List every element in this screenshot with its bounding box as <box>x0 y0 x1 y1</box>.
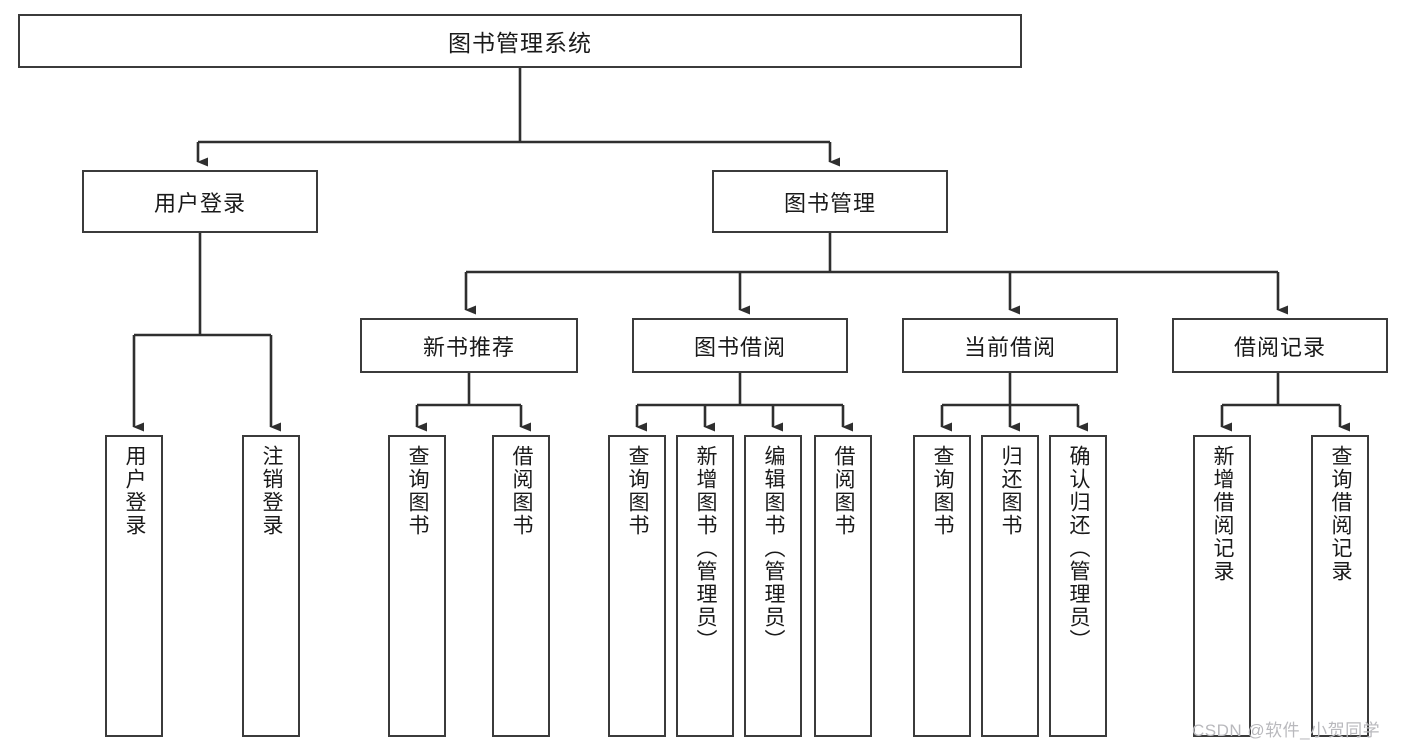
leaf-add-book-admin[interactable]: 新增图书（管理员） <box>676 435 734 737</box>
leaf-query-borrow-record[interactable]: 查询借阅记录 <box>1311 435 1369 737</box>
leaf-user-login[interactable]: 用户登录 <box>105 435 163 737</box>
leaf-edit-book-admin[interactable]: 编辑图书（管理员） <box>744 435 802 737</box>
leaf-logout-login[interactable]: 注销登录 <box>242 435 300 737</box>
leaf-confirm-return-admin[interactable]: 确认归还（管理员） <box>1049 435 1107 737</box>
node-root[interactable]: 图书管理系统 <box>18 14 1022 68</box>
leaf-query-book-borrow[interactable]: 查询图书 <box>608 435 666 737</box>
leaf-add-borrow-record[interactable]: 新增借阅记录 <box>1193 435 1251 737</box>
node-user-login[interactable]: 用户登录 <box>82 170 318 233</box>
leaf-query-book-current[interactable]: 查询图书 <box>913 435 971 737</box>
node-book-borrow[interactable]: 图书借阅 <box>632 318 848 373</box>
watermark: CSDN @软件_小贺同学 <box>1192 721 1381 740</box>
leaf-borrow-book[interactable]: 借阅图书 <box>814 435 872 737</box>
node-new-book-recommend[interactable]: 新书推荐 <box>360 318 578 373</box>
leaf-query-book-newbook[interactable]: 查询图书 <box>388 435 446 737</box>
leaf-borrow-book-newbook[interactable]: 借阅图书 <box>492 435 550 737</box>
node-book-management[interactable]: 图书管理 <box>712 170 948 233</box>
node-current-borrow[interactable]: 当前借阅 <box>902 318 1118 373</box>
leaf-return-book[interactable]: 归还图书 <box>981 435 1039 737</box>
node-borrow-record[interactable]: 借阅记录 <box>1172 318 1388 373</box>
